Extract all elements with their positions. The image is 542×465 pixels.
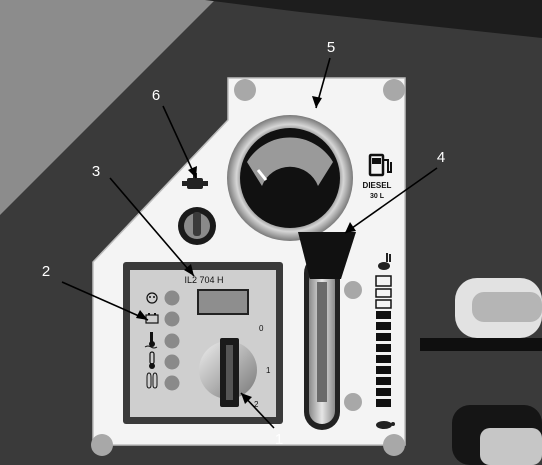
throttle-stop [344, 281, 362, 299]
key-position-label: 0 [259, 324, 264, 333]
callout-label-3: 3 [92, 163, 100, 180]
status-led [165, 376, 180, 391]
panel-bolt [91, 434, 113, 456]
throttle-stop [344, 393, 362, 411]
panel-bolt [234, 79, 256, 101]
status-led [165, 312, 180, 327]
status-led [165, 291, 180, 306]
panel-bolt [383, 434, 405, 456]
callout-label-6: 6 [152, 87, 160, 104]
callout-label-4: 4 [437, 149, 445, 166]
panel-bolt [383, 79, 405, 101]
fuel-gauge [227, 115, 353, 241]
controller-model-label: IL2 704 H [184, 275, 223, 285]
key-position-label: 1 [266, 366, 271, 375]
callout-label-5: 5 [327, 39, 335, 56]
callout-label-2: 2 [42, 263, 50, 280]
toggle-switch[interactable] [178, 207, 216, 245]
controller-display [198, 290, 248, 314]
fuel-capacity-label: 30 L [370, 193, 385, 200]
status-led [165, 355, 180, 370]
callout-label-1: 1 [275, 431, 283, 448]
status-led [165, 334, 180, 349]
fuel-tank-label: DIESEL [363, 181, 392, 190]
